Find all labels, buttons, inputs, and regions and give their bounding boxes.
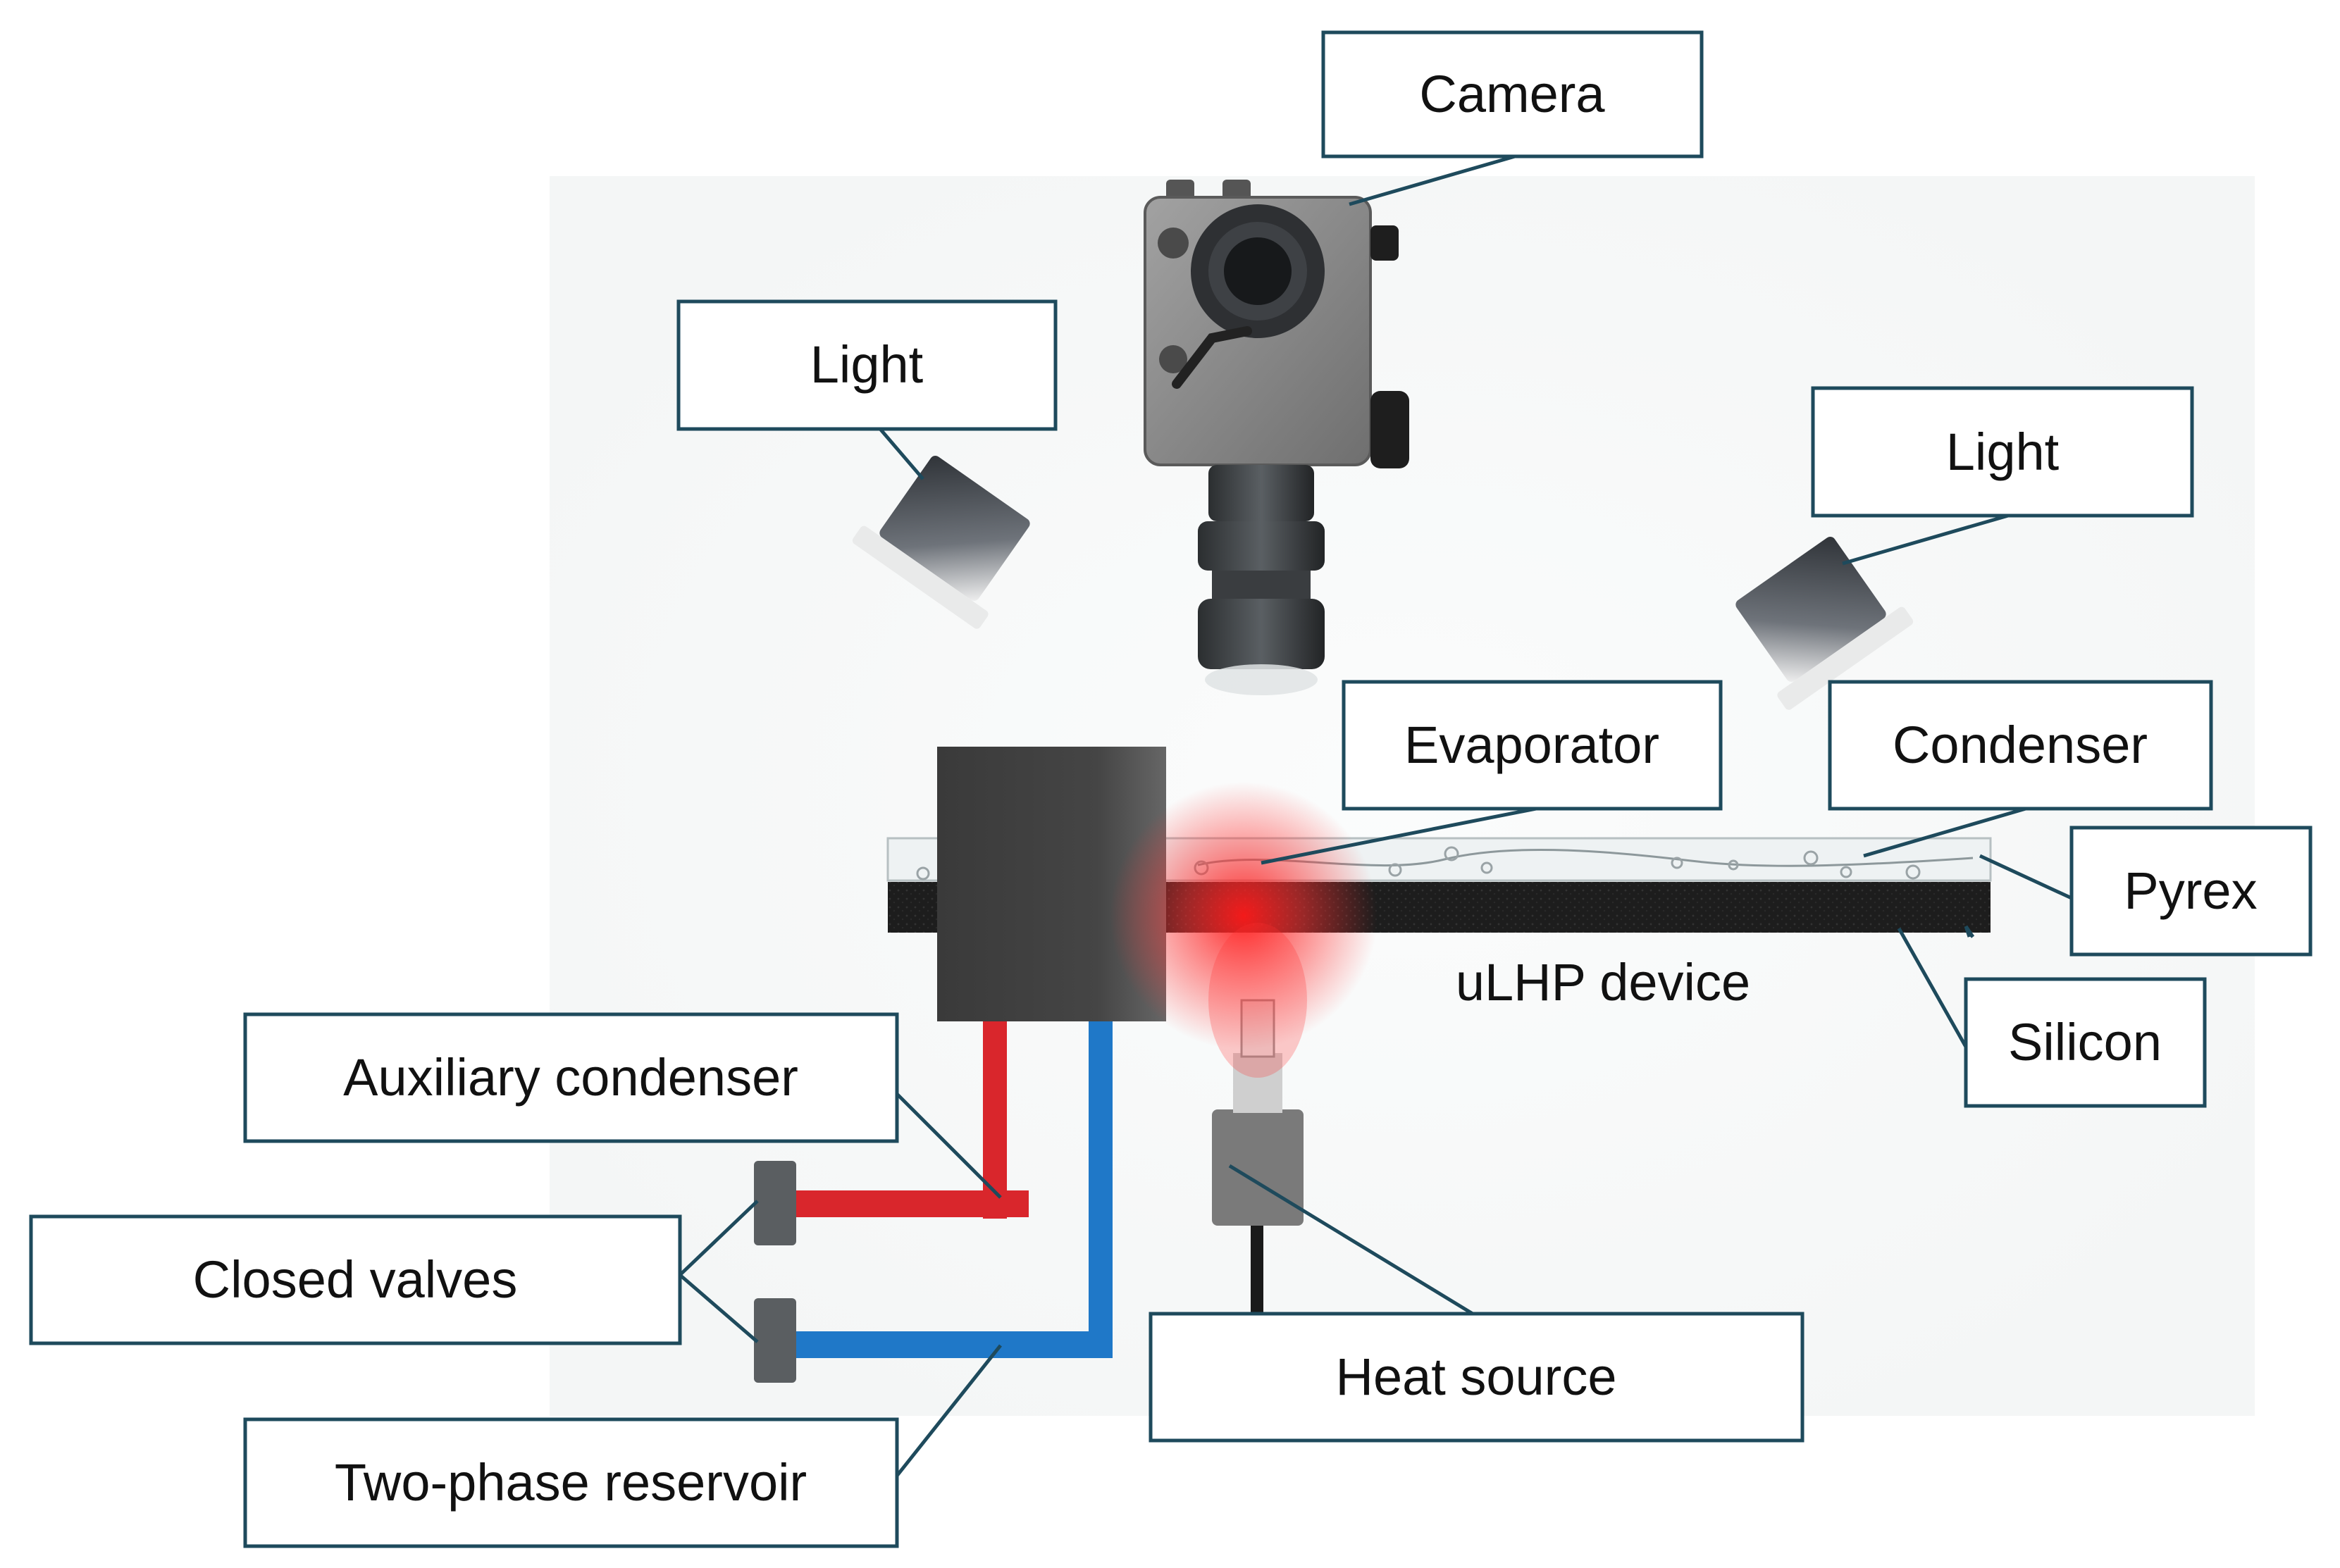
closed-valves-illustration	[754, 1161, 796, 1383]
label-silicon: Silicon	[1964, 977, 2207, 1108]
label-auxiliary-condenser-text: Auxiliary condenser	[343, 1048, 798, 1107]
reservoir-pipe	[793, 1014, 1113, 1358]
label-pyrex: Pyrex	[2069, 826, 2313, 957]
label-heat-source-text: Heat source	[1336, 1348, 1617, 1406]
label-pyrex-text: Pyrex	[2124, 861, 2257, 920]
label-evaporator-text: Evaporator	[1404, 716, 1659, 774]
ulhp-device	[886, 747, 1992, 1078]
label-camera-text: Camera	[1419, 65, 1605, 123]
label-two-phase-reservoir: Two-phase reservoir	[243, 1417, 899, 1548]
leader-lines	[679, 154, 2073, 1484]
evaporator-heat-glow	[1110, 782, 1378, 1050]
label-condenser: Condenser	[1828, 680, 2213, 811]
label-evaporator: Evaporator	[1342, 680, 1723, 811]
label-silicon-text: Silicon	[2008, 1013, 2162, 1071]
label-closed-valves: Closed valves	[29, 1214, 682, 1345]
label-light-right: Light	[1811, 386, 2194, 518]
label-condenser-text: Condenser	[1893, 716, 2148, 774]
label-light-right-text: Light	[1946, 423, 2060, 481]
label-heat-source: Heat source	[1149, 1312, 1804, 1443]
label-camera: Camera	[1321, 30, 1704, 158]
light-left-illustration	[852, 456, 1030, 629]
label-light-left-text: Light	[810, 335, 924, 394]
light-right-illustration	[1735, 537, 1914, 710]
label-two-phase-reservoir-text: Two-phase reservoir	[335, 1453, 807, 1512]
label-closed-valves-text: Closed valves	[193, 1250, 518, 1309]
label-ulhp-device: uLHP device	[1456, 953, 1750, 1012]
heat-glow-beam	[1208, 923, 1307, 1078]
label-light-left: Light	[676, 299, 1058, 431]
label-auxiliary-condenser: Auxiliary condenser	[243, 1012, 899, 1143]
camera-illustration	[1144, 180, 1409, 695]
